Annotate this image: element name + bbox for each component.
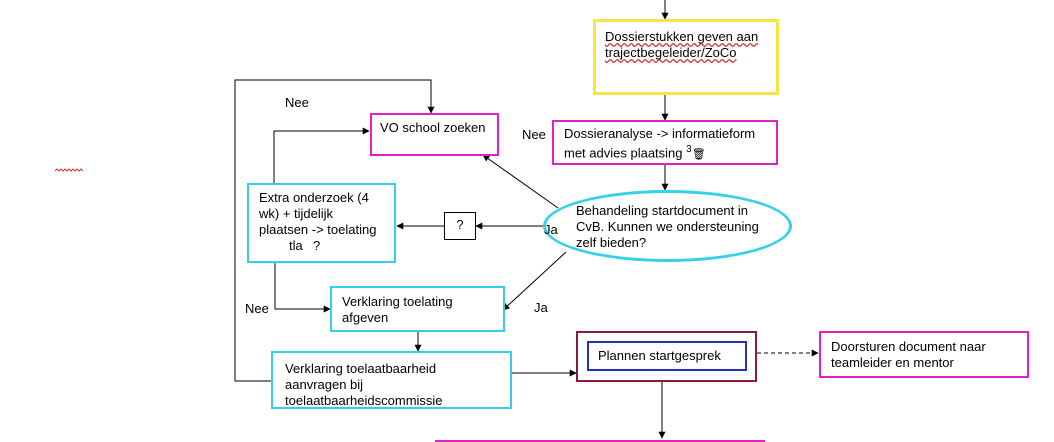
node-question-text: ? <box>456 217 464 232</box>
node-dossieranalyse-line2: met advies plaatsing <box>564 145 683 161</box>
node-verklaring-toelating-text: Verklaring toelating afgeven <box>342 294 453 325</box>
node-verklaring-toelating: Verklaring toelating afgeven <box>330 286 505 332</box>
label-ja-question: Ja <box>544 222 558 237</box>
spellcheck-mark <box>55 168 83 172</box>
node-plannen-text: Plannen startgesprek <box>598 348 721 363</box>
arrow-extra-to-verklaring <box>274 262 331 313</box>
arrow-to-vo <box>482 154 559 209</box>
node-doorsturen: Doorsturen document naar teamleider en m… <box>819 331 1029 378</box>
node-extra-onderzoek: Extra onderzoek (4 wk) + tijdelijk plaat… <box>247 183 396 263</box>
node-plannen: Plannen startgesprek <box>587 341 747 371</box>
label-nee-top: Nee <box>285 95 309 110</box>
node-extra-onderzoek-overlap: tla <box>289 238 303 253</box>
node-dossierstukken: Dossierstukken geven aan trajectbegeleid… <box>593 19 779 95</box>
node-behandeling-text: Behandeling startdocument in CvB. Kunnen… <box>576 203 759 250</box>
node-question: ? <box>444 212 476 240</box>
node-dossieranalyse: Dossieranalyse -> informatieform met adv… <box>552 120 778 165</box>
node-dossierstukken-text: Dossierstukken geven aan trajectbegeleid… <box>605 29 759 60</box>
node-plannen-outer: Plannen startgesprek <box>576 331 757 382</box>
node-dossieranalyse-line1: Dossieranalyse -> informatieform <box>564 126 756 141</box>
node-vo-school: VO school zoeken <box>370 113 499 156</box>
node-extra-onderzoek-q: ? <box>313 238 321 253</box>
node-verklaring-toelaatbaarheid-text: Verklaring toelaatbaarheid aanvragen bij… <box>285 361 443 408</box>
label-nee-left: Nee <box>245 301 269 316</box>
footnote-mark: 3 <box>686 144 692 155</box>
label-nee-analyse: Nee <box>522 127 546 142</box>
label-ja-verklaring: Ja <box>534 300 548 315</box>
node-extra-onderzoek-text: Extra onderzoek (4 wk) + tijdelijk plaat… <box>259 190 377 237</box>
arrow-loop-outer <box>234 79 435 382</box>
arrow-to-verklaring-ja <box>502 251 567 311</box>
node-dossieranalyse-line2-wrap: met advies plaatsing 3🗑 <box>564 142 766 162</box>
arrow-extra-to-vo <box>273 127 370 183</box>
node-vo-school-text: VO school zoeken <box>380 120 486 135</box>
node-verklaring-toelaatbaarheid: Verklaring toelaatbaarheid aanvragen bij… <box>271 351 512 409</box>
node-behandeling: Behandeling startdocument in CvB. Kunnen… <box>543 190 792 262</box>
node-doorsturen-text: Doorsturen document naar teamleider en m… <box>831 339 986 370</box>
comment-icon: 🗑 <box>691 148 706 161</box>
